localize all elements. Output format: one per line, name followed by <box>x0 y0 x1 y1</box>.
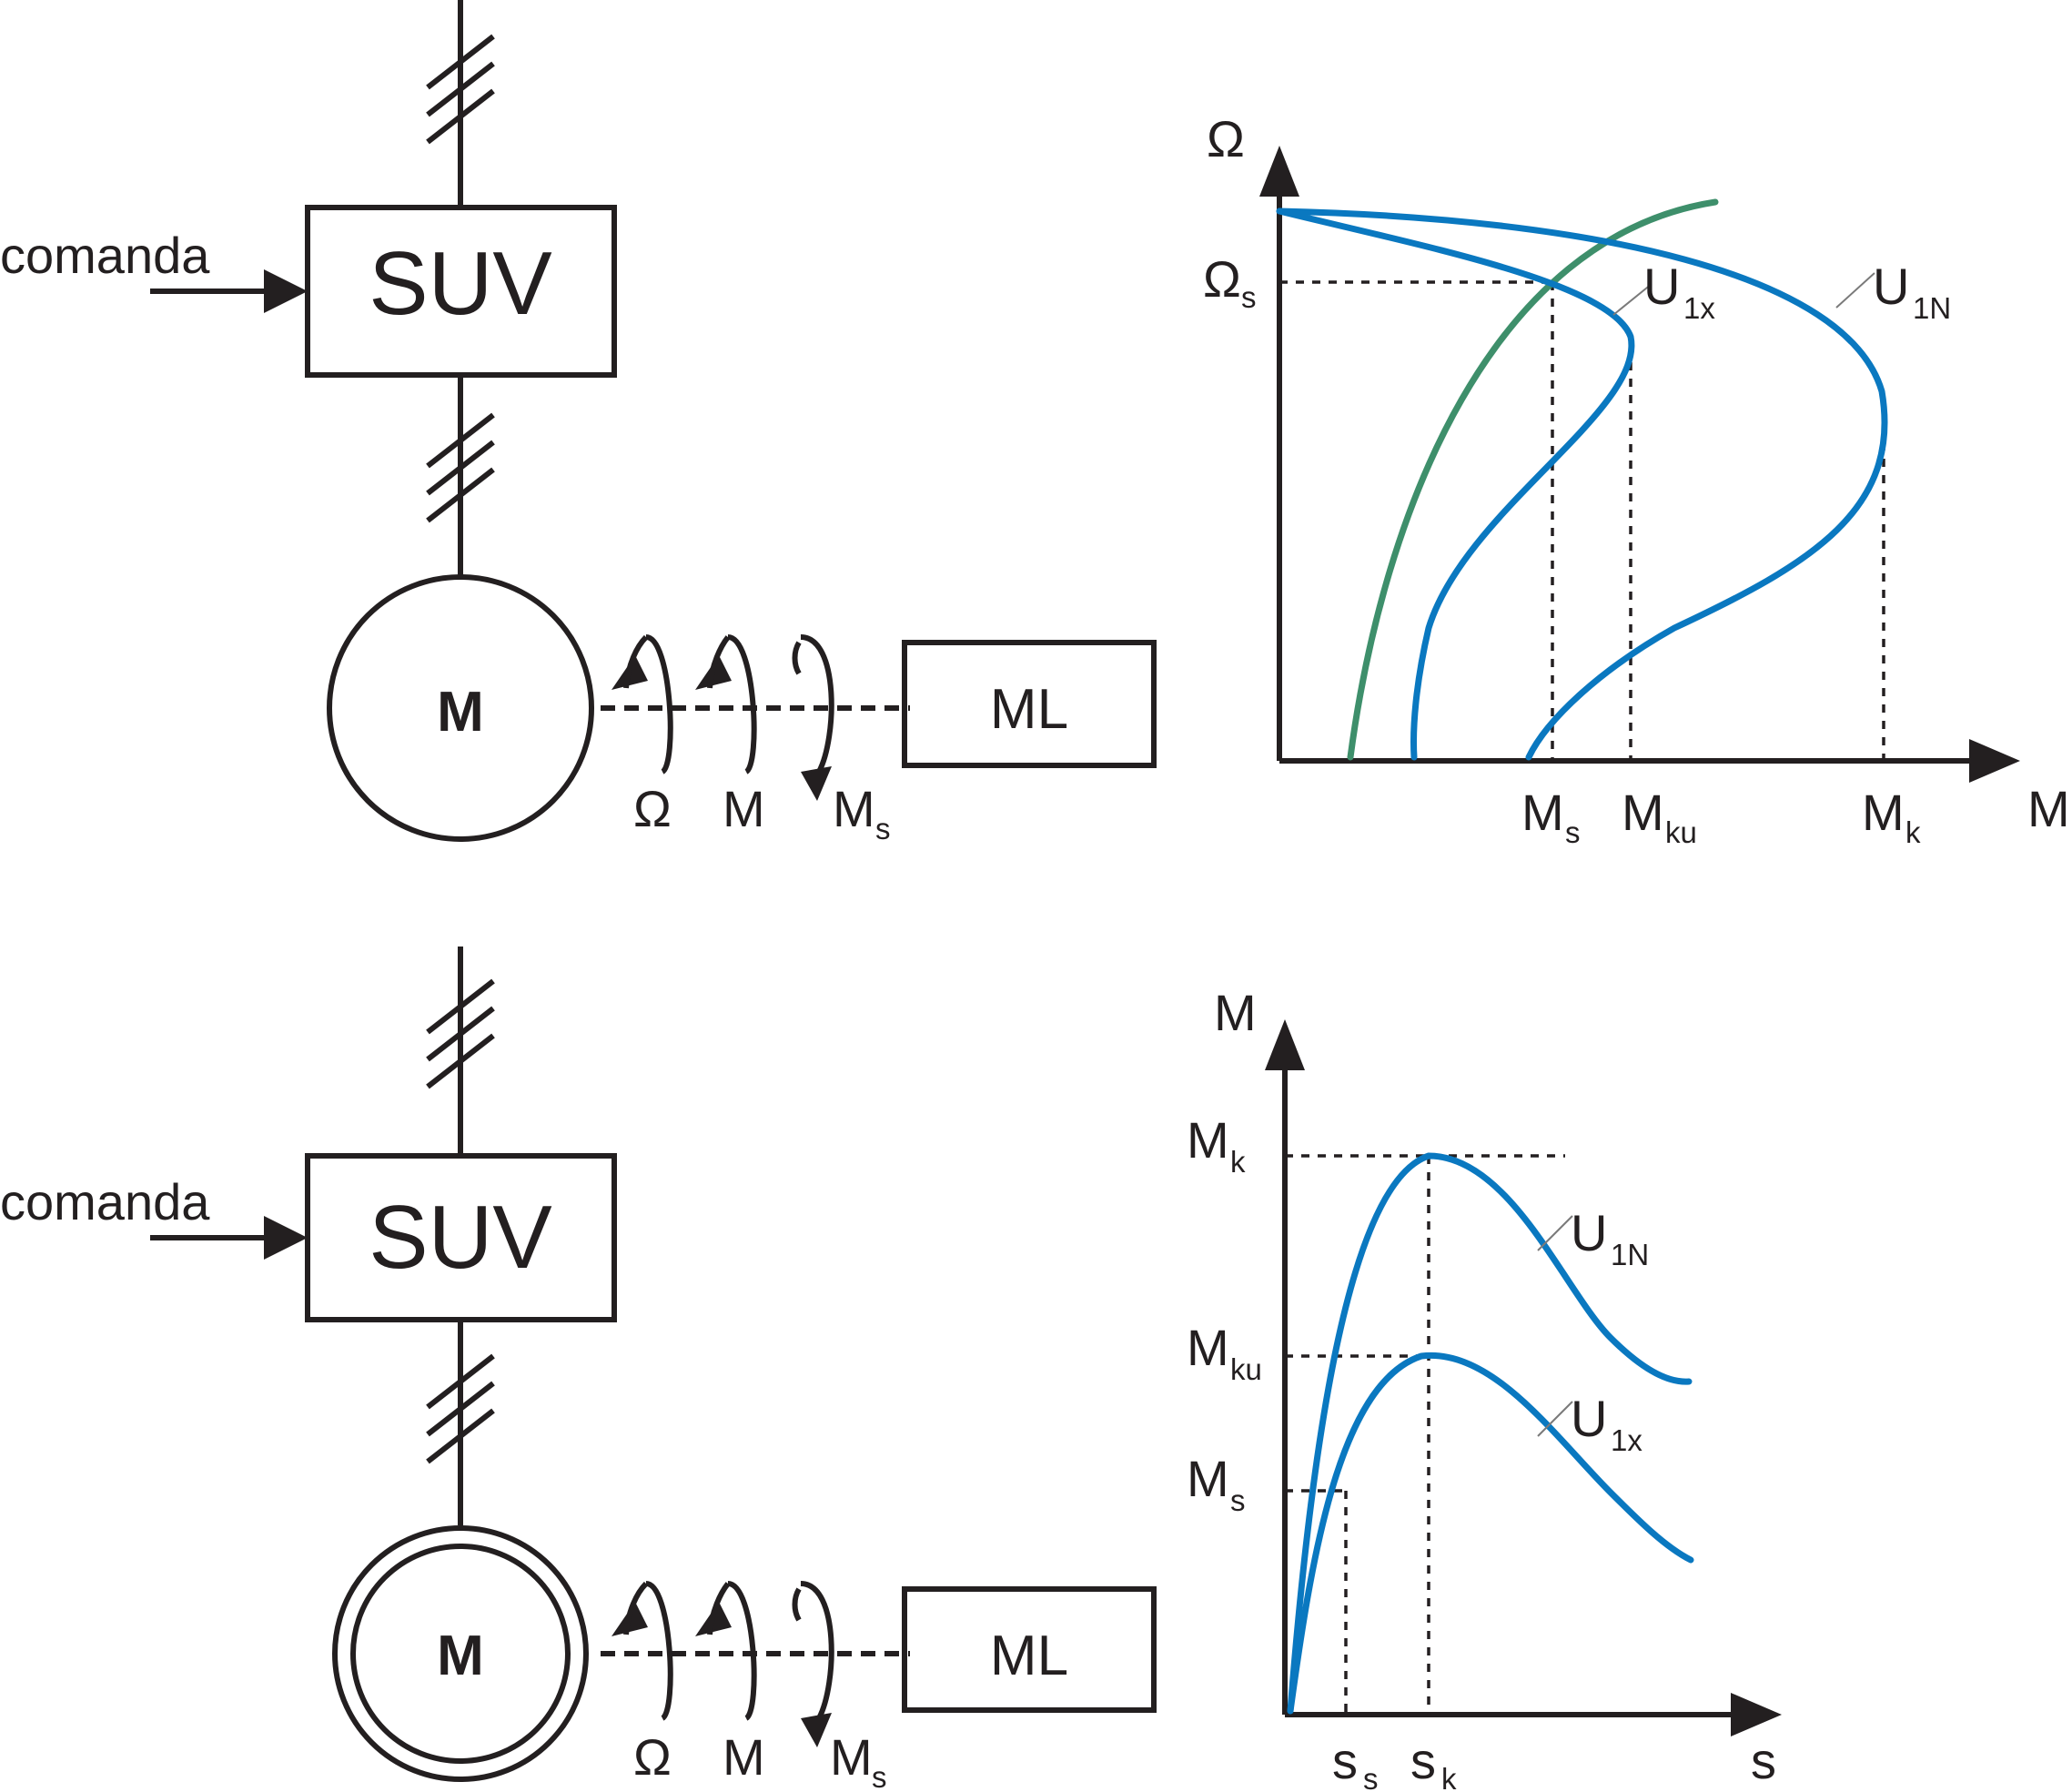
bottom-graph-u1n-label: U <box>1571 1204 1607 1261</box>
bottom-command-arrowhead <box>264 1216 308 1260</box>
top-command-arrowhead <box>264 269 308 313</box>
top-graph-x-arrowhead <box>1969 739 2020 783</box>
bottom-graph-u1n-leader <box>1537 1215 1573 1251</box>
top-graph: Ω M Ω s M s M ku M k U 1x U 1N <box>1203 110 2070 849</box>
bottom-motor-outer-circle <box>332 1525 589 1782</box>
bottom-graph-u1x-leader <box>1537 1401 1573 1437</box>
bottom-graph-mku-label: M <box>1187 1319 1229 1376</box>
top-rotation-omega <box>645 634 673 775</box>
top-three-phase-mark-lower <box>426 412 495 523</box>
top-command-label: comanda <box>0 227 210 284</box>
bottom-graph-ss-sub: s <box>1363 1762 1379 1792</box>
bottom-graph-x-axis-label: s <box>1751 1732 1776 1789</box>
top-graph-mk-label: M <box>1862 784 1905 841</box>
bottom-motor-inner-circle <box>350 1544 571 1764</box>
top-graph-mk-sub: k <box>1905 815 1921 849</box>
top-graph-x-axis-label: M <box>2027 780 2070 837</box>
top-three-phase-mark-upper <box>426 34 495 145</box>
top-label-ms-sub: s <box>875 812 891 845</box>
bottom-graph-curve-u1n <box>1287 1152 1693 1715</box>
top-rotation-arrows <box>611 634 834 801</box>
top-motor-circle <box>327 574 594 842</box>
top-graph-load-curve <box>1347 198 1719 761</box>
bottom-graph-ms-sub: s <box>1230 1483 1246 1517</box>
bottom-scheme: SUV comanda M ML Ω M M s <box>0 947 1157 1792</box>
bottom-ml-label: ML <box>990 1625 1068 1687</box>
top-graph-curve-u1x <box>1276 208 1635 761</box>
top-graph-mku-sub: ku <box>1665 815 1697 849</box>
bottom-graph-ss-label: s <box>1332 1732 1358 1789</box>
bottom-graph-mku-sub: ku <box>1230 1352 1262 1386</box>
bottom-graph-sk-label: s <box>1410 1732 1436 1789</box>
bottom-graph-sk-sub: k <box>1441 1762 1457 1792</box>
bottom-graph-mk-sub: k <box>1230 1145 1246 1179</box>
top-graph-y-arrowhead <box>1259 146 1299 197</box>
bottom-label-ms: M <box>830 1728 873 1786</box>
bottom-graph-mk-label: M <box>1187 1111 1229 1169</box>
top-graph-u1n-label: U <box>1873 258 1909 315</box>
top-graph-curve-u1n <box>1276 208 1888 761</box>
bottom-graph-curve-u1x <box>1287 1352 1694 1715</box>
top-rotation-m <box>727 634 757 775</box>
bottom-command-label: comanda <box>0 1173 210 1230</box>
bottom-label-ms-sub: s <box>872 1760 887 1792</box>
top-graph-omega-s-sub: s <box>1241 280 1257 314</box>
bottom-graph-y-axis-label: M <box>1214 984 1257 1041</box>
bottom-label-m: M <box>723 1728 765 1786</box>
bottom-graph-ms-label: M <box>1187 1450 1229 1507</box>
top-motor-label: M <box>437 681 484 744</box>
top-graph-ms-label: M <box>1521 784 1564 841</box>
top-graph-u1x-label: U <box>1643 258 1680 315</box>
top-graph-mku-label: M <box>1622 784 1664 841</box>
top-ml-box <box>902 640 1157 768</box>
bottom-rotation-ms <box>800 1581 834 1720</box>
bottom-rotation-arrows <box>611 1581 834 1747</box>
bottom-graph-u1n-sub: 1N <box>1611 1238 1649 1271</box>
bottom-motor-label: M <box>437 1625 484 1687</box>
bottom-graph-y-arrowhead <box>1265 1019 1305 1070</box>
bottom-graph-u1x-sub: 1x <box>1611 1423 1642 1457</box>
top-graph-u1x-sub: 1x <box>1683 291 1715 325</box>
top-graph-omega-s-label: Ω <box>1203 250 1241 308</box>
bottom-graph-u1x-label: U <box>1571 1390 1607 1447</box>
top-graph-u1x-leader <box>1612 283 1653 316</box>
top-scheme: SUV comanda M ML Ω M M s <box>0 0 1157 845</box>
bottom-label-omega: Ω <box>633 1728 672 1786</box>
top-label-omega: Ω <box>633 780 672 837</box>
top-suv-label: SUV <box>369 233 552 333</box>
bottom-ml-box <box>902 1586 1157 1713</box>
bottom-graph: M s M k M ku M s s s s k U 1N U 1x <box>1187 984 1782 1792</box>
top-graph-y-axis-label: Ω <box>1207 110 1245 167</box>
top-label-m: M <box>723 780 765 837</box>
bottom-graph-x-arrowhead <box>1731 1693 1782 1736</box>
top-graph-u1n-sub: 1N <box>1913 291 1951 325</box>
top-graph-u1n-leader <box>1835 272 1875 309</box>
top-ml-label: ML <box>990 678 1068 741</box>
top-graph-ms-sub: s <box>1565 815 1581 849</box>
top-rotation-ms <box>800 634 834 774</box>
bottom-rotation-m <box>727 1581 757 1721</box>
bottom-suv-label: SUV <box>369 1187 552 1287</box>
bottom-three-phase-mark-lower <box>426 1353 495 1464</box>
top-label-ms: M <box>833 780 875 837</box>
bottom-three-phase-mark-upper <box>426 978 495 1089</box>
bottom-rotation-omega <box>645 1581 673 1721</box>
